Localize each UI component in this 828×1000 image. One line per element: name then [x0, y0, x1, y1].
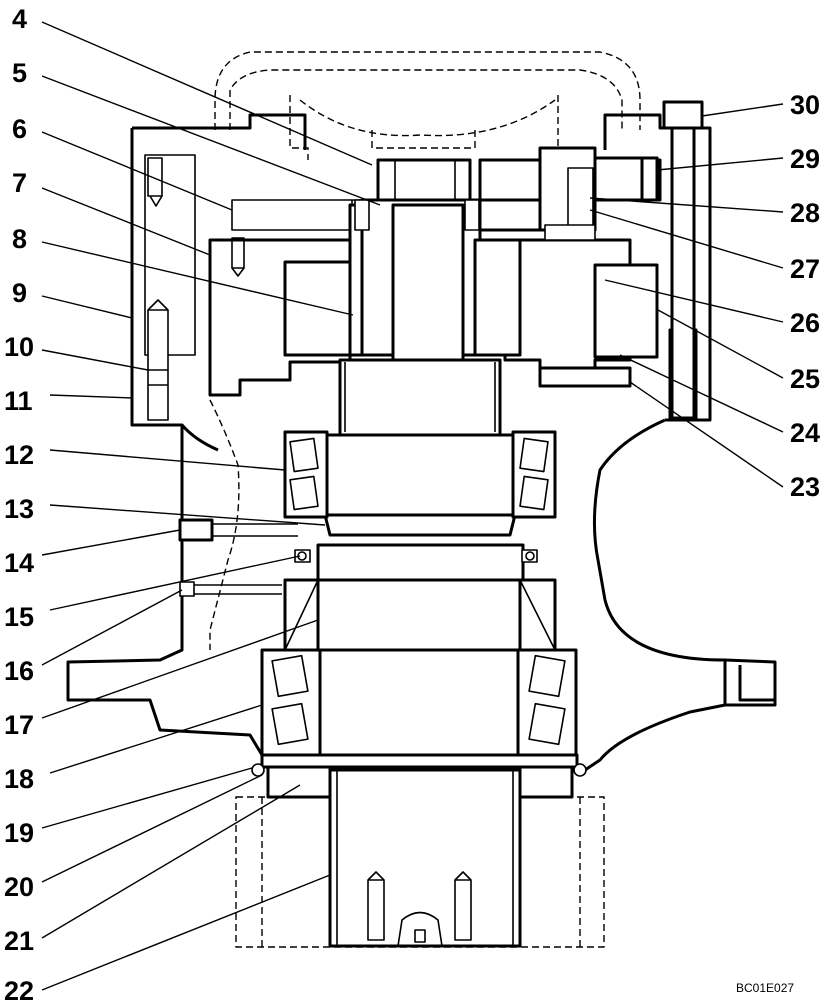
- callout-12: 12: [4, 440, 34, 470]
- upper-bearing-left: [283, 430, 329, 519]
- upper-bearing-right: [511, 430, 557, 519]
- callout-26: 26: [790, 308, 820, 338]
- callout-30: 30: [790, 90, 820, 120]
- seal-collar: [178, 518, 538, 597]
- callout-13: 13: [4, 494, 34, 524]
- lower-housing: [283, 578, 557, 760]
- callout-28: 28: [790, 198, 820, 228]
- callout-20: 20: [4, 872, 34, 902]
- leader-lines: [41, 21, 784, 991]
- callout-4: 4: [12, 4, 27, 34]
- callout-21: 21: [4, 926, 34, 956]
- callout-27: 27: [790, 254, 820, 284]
- callout-17: 17: [4, 710, 34, 740]
- callout-24: 24: [790, 418, 820, 448]
- callout-18: 18: [4, 764, 34, 794]
- sun-gear-shaft: [354, 158, 482, 383]
- bottom-retainer: [251, 753, 587, 799]
- callout-8: 8: [12, 224, 27, 254]
- phantom-outline-pinion: [235, 796, 605, 948]
- phantom-outline-housing-left: [209, 399, 240, 650]
- callout-15: 15: [4, 602, 34, 632]
- callout-7: 7: [12, 168, 27, 198]
- upper-shaft: [320, 358, 520, 537]
- callout-labels: 4 5 6 7 8 9 10 11 12 13 14 15 16 17 18 1…: [4, 4, 820, 1000]
- housing-outline: [66, 113, 777, 772]
- callout-23: 23: [790, 472, 820, 502]
- output-shaft: [328, 768, 522, 948]
- callout-16: 16: [4, 656, 34, 686]
- callout-5: 5: [12, 58, 27, 88]
- figure-code: BC01E027: [736, 981, 794, 995]
- lower-bearing-right: [516, 648, 578, 757]
- phantom-outline-motor: [214, 51, 641, 160]
- callout-29: 29: [790, 144, 820, 174]
- callout-19: 19: [4, 818, 34, 848]
- callout-10: 10: [4, 332, 34, 362]
- callout-9: 9: [12, 278, 27, 308]
- planet-gears-right: [473, 146, 698, 420]
- lower-bearing-left: [260, 648, 322, 757]
- callout-14: 14: [4, 548, 34, 578]
- callout-25: 25: [790, 364, 820, 394]
- callout-6: 6: [12, 114, 27, 144]
- callout-11: 11: [4, 386, 33, 416]
- left-wall-parts: [144, 154, 363, 421]
- callout-22: 22: [4, 976, 34, 1000]
